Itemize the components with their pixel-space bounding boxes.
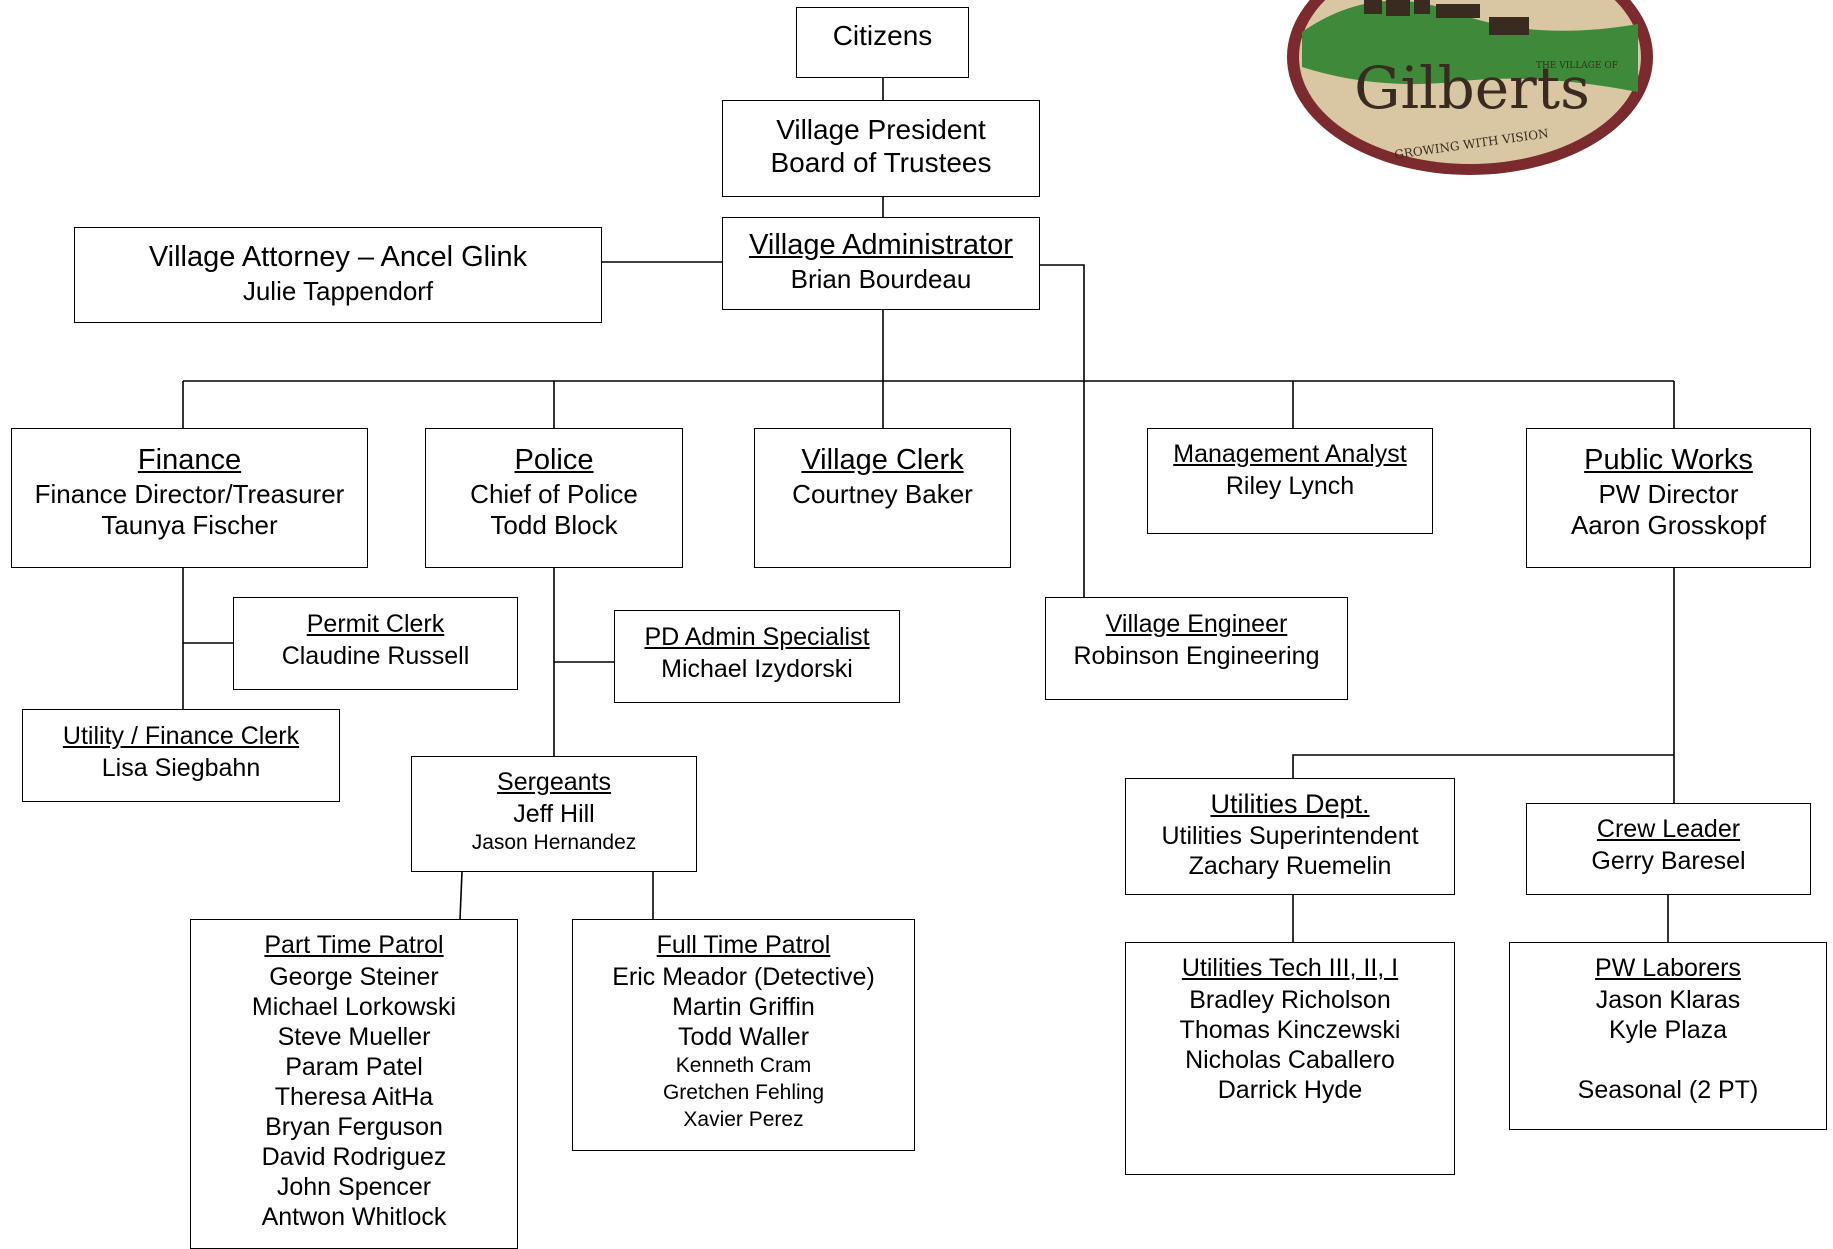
logo-village-of: THE VILLAGE OF — [1536, 61, 1618, 71]
pw-laborer-seasonal: Seasonal (2 PT) — [1577, 1076, 1759, 1104]
patrol-officer-name: Eric Meador (Detective) — [612, 963, 875, 991]
utilities-dept-name: Zachary Ruemelin — [1188, 852, 1392, 880]
full-time-patrol-box: Full Time Patrol Eric Meador (Detective)… — [572, 919, 915, 1151]
public-works-box: Public Works PW Director Aaron Grosskopf — [1526, 428, 1811, 568]
utilities-dept-title: Utilities Dept. — [1210, 789, 1370, 819]
permit-clerk-title: Permit Clerk — [306, 610, 445, 638]
pw-laborers-box: PW Laborers Jason Klaras Kyle Plaza Seas… — [1509, 942, 1827, 1130]
utilities-tech-name: Bradley Richolson — [1189, 986, 1391, 1014]
utilities-dept-box: Utilities Dept. Utilities Superintendent… — [1125, 778, 1455, 895]
village-engineer-title: Village Engineer — [1105, 610, 1288, 638]
administrator-name: Brian Bourdeau — [790, 264, 972, 294]
full-time-patrol-title: Full Time Patrol — [656, 931, 831, 959]
part-time-patrol-box: Part Time Patrol George Steiner Michael … — [190, 919, 518, 1249]
patrol-officer-name: Param Patel — [285, 1053, 423, 1081]
sergeants-title: Sergeants — [497, 768, 611, 796]
crew-leader-name: Gerry Baresel — [1591, 847, 1746, 875]
pd-admin-specialist-box: PD Admin Specialist Michael Izydorski — [614, 610, 900, 703]
patrol-officer-name: Michael Lorkowski — [251, 993, 457, 1021]
utility-finance-clerk-name: Lisa Siegbahn — [101, 754, 261, 782]
pd-admin-specialist-name: Michael Izydorski — [661, 655, 853, 683]
police-role: Chief of Police — [470, 479, 638, 509]
sergeants-box: Sergeants Jeff Hill Jason Hernandez — [411, 756, 697, 872]
attorney-title: Village Attorney – Ancel Glink — [148, 241, 528, 273]
management-analyst-title: Management Analyst — [1173, 440, 1407, 468]
patrol-officer-name: Kenneth Cram — [675, 1054, 812, 1077]
patrol-officer-name: Xavier Perez — [683, 1108, 804, 1131]
utilities-tech-name: Nicholas Caballero — [1185, 1046, 1395, 1074]
utility-finance-clerk-box: Utility / Finance Clerk Lisa Siegbahn — [22, 709, 340, 802]
attorney-box: Village Attorney – Ancel Glink Julie Tap… — [74, 227, 602, 323]
part-time-patrol-title: Part Time Patrol — [264, 931, 444, 959]
village-clerk-box: Village Clerk Courtney Baker — [754, 428, 1011, 568]
utilities-tech-name: Thomas Kinczewski — [1179, 1016, 1401, 1044]
finance-name: Taunya Fischer — [101, 510, 278, 540]
finance-title: Finance — [137, 444, 242, 476]
patrol-officer-name: Gretchen Fehling — [662, 1081, 825, 1104]
permit-clerk-name: Claudine Russell — [281, 642, 470, 670]
crew-leader-box: Crew Leader Gerry Baresel — [1526, 803, 1811, 895]
patrol-officer-name: Theresa AitHa — [274, 1083, 434, 1111]
pw-laborer-name: Kyle Plaza — [1608, 1016, 1728, 1044]
patrol-officer-name: David Rodriguez — [261, 1143, 447, 1171]
finance-role: Finance Director/Treasurer — [34, 479, 345, 509]
village-clerk-title: Village Clerk — [801, 444, 964, 476]
board-line-1: Village President — [776, 114, 986, 145]
utilities-tech-name: Darrick Hyde — [1217, 1076, 1363, 1104]
public-works-name: Aaron Grosskopf — [1570, 510, 1767, 540]
citizens-label: Citizens — [832, 20, 933, 51]
utilities-dept-role: Utilities Superintendent — [1161, 822, 1419, 850]
public-works-title: Public Works — [1584, 444, 1753, 476]
sergeant-name: Jeff Hill — [513, 800, 595, 828]
utilities-tech-title: Utilities Tech III, II, I — [1181, 954, 1399, 982]
patrol-officer-name: Steve Mueller — [277, 1023, 431, 1051]
police-title: Police — [514, 444, 594, 476]
sergeant-name: Jason Hernandez — [471, 831, 637, 854]
police-box: Police Chief of Police Todd Block — [425, 428, 683, 568]
patrol-officer-name: Antwon Whitlock — [261, 1203, 447, 1231]
pd-admin-specialist-title: PD Admin Specialist — [644, 623, 870, 651]
pw-laborer-spacer — [1510, 1045, 1826, 1075]
public-works-role: PW Director — [1598, 479, 1739, 509]
administrator-box: Village Administrator Brian Bourdeau — [722, 217, 1040, 310]
permit-clerk-box: Permit Clerk Claudine Russell — [233, 597, 518, 690]
logo-name: Gilberts — [1354, 54, 1590, 122]
village-engineer-box: Village Engineer Robinson Engineering — [1045, 597, 1348, 700]
pw-laborers-title: PW Laborers — [1595, 954, 1741, 982]
village-engineer-name: Robinson Engineering — [1073, 642, 1320, 670]
patrol-officer-name: Martin Griffin — [672, 993, 815, 1021]
patrol-officer-name: Bryan Ferguson — [265, 1113, 443, 1141]
crew-leader-title: Crew Leader — [1596, 815, 1741, 843]
administrator-title: Village Administrator — [749, 229, 1013, 261]
management-analyst-name: Riley Lynch — [1225, 472, 1355, 500]
attorney-name: Julie Tappendorf — [242, 276, 434, 306]
police-name: Todd Block — [490, 510, 618, 540]
management-analyst-box: Management Analyst Riley Lynch — [1147, 428, 1433, 534]
finance-box: Finance Finance Director/Treasurer Tauny… — [11, 428, 368, 568]
utilities-tech-box: Utilities Tech III, II, I Bradley Richol… — [1125, 942, 1455, 1175]
utility-finance-clerk-title: Utility / Finance Clerk — [62, 722, 300, 750]
village-clerk-name: Courtney Baker — [792, 479, 973, 509]
patrol-officer-name: John Spencer — [276, 1173, 432, 1201]
village-logo: THE VILLAGE OF Gilberts GROWING WITH VIS… — [1287, 0, 1653, 175]
patrol-officer-name: George Steiner — [269, 963, 439, 991]
citizens-box: Citizens — [796, 7, 969, 78]
pw-laborer-name: Jason Klaras — [1595, 986, 1741, 1014]
patrol-officer-name: Todd Waller — [677, 1023, 810, 1051]
board-line-2: Board of Trustees — [770, 147, 992, 178]
board-box: Village President Board of Trustees — [722, 100, 1040, 197]
